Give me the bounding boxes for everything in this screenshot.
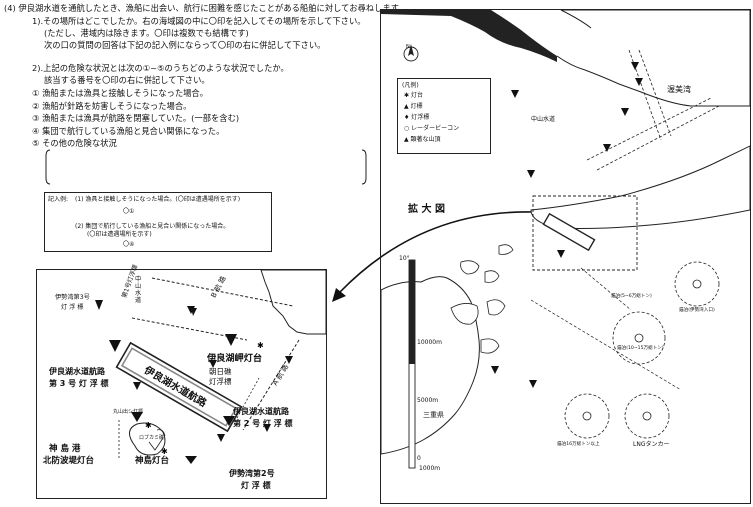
label-ise3-line1: 伊勢湾第3号: [55, 294, 90, 301]
legend-title: (凡例): [402, 82, 419, 89]
label-buoy2-line1: 伊良湖水道航路: [233, 407, 289, 416]
label-ise2-line2: 灯 浮 標: [241, 481, 271, 490]
label-irago-lighthouse: 伊良湖岬灯台: [207, 353, 263, 364]
options-list: ① 漁船または漁具と接触しそうになった場合。 ② 漁船が針路を妨害しそうになった…: [32, 87, 239, 150]
option-1[interactable]: ① 漁船または漁具と接触しそうになった場合。: [32, 88, 209, 98]
option-2[interactable]: ② 漁船が針路を妨害しそうになった場合。: [32, 100, 192, 111]
label-nakayama-channel: 中山水道: [531, 116, 556, 123]
legend-item-beacon: ▲ 灯標: [404, 103, 423, 110]
svg-text:✱: ✱: [257, 341, 264, 350]
label-kamishima-breakwater: 北防波堤灯台: [43, 456, 95, 466]
sea-area-map[interactable]: 中山水道 渥美湾 N (凡例) ✱ 灯台 ▲ 灯標 ♦ 灯浮標 ○ レーダービー…: [380, 9, 751, 504]
q2-line1: 2).上記の危険な状況とは次の①~⑤のうちどのような状況でしたか。: [32, 63, 289, 73]
q1-line1: 1).その場所はどこでしたか。右の海域図の中に〇印を記入してその場所を示して下さ…: [32, 16, 366, 26]
inset-map[interactable]: ✱ ✱ ✱ 伊勢湾第3号 灯 浮 標 中 山 水 道 第1号灯浮標 B 航 路 …: [36, 264, 327, 499]
label-kobukari: ロブカミ礁: [139, 435, 165, 441]
option-5[interactable]: ⑤ その他の危険な状況: [32, 138, 117, 149]
label-ise3-line2: 灯 浮 標: [61, 304, 84, 311]
anchor-note-3: 錨泊(伊勢湾入口): [679, 308, 715, 313]
legend-item-radar: ○ レーダービーコン: [404, 125, 460, 132]
enlarge-arrow: [332, 211, 533, 302]
label-asahi-line1: 朝日礁: [209, 367, 232, 376]
option-4[interactable]: ④ 集団で航行している漁船と見合い関係になった。: [32, 125, 225, 136]
label-ise2-line1: 伊勢湾第2号: [229, 469, 275, 478]
svg-text:✱: ✱: [161, 447, 168, 456]
q2-line2: 該当する番号を〇印の右に併記して下さい。: [44, 75, 210, 85]
svg-text:✱: ✱: [145, 421, 152, 430]
label-kamishima-port: 神 島 港: [49, 444, 81, 454]
north-label: N: [406, 44, 410, 50]
scale-top-label: 10°: [399, 255, 410, 262]
label-buoy3-line2: 第 3 号 灯 浮 標: [49, 379, 109, 388]
scale-5000-label: 5000m: [417, 397, 439, 404]
example-title: 記入例:: [48, 196, 69, 203]
label-nakayama: 中 山 水 道: [135, 276, 142, 304]
example-1-mark: 〇①: [123, 208, 135, 215]
label-lng-tanker: LNGタンカー: [633, 441, 670, 448]
legend-item-lighthouse: ✱ 灯台: [404, 92, 423, 99]
label-buoy2-line2: 第 2 号 灯 浮 標: [233, 419, 293, 428]
example-box: 記入例: (1) 漁具と接触しそうになった場合。(〇印は遭遇場所を示す) 〇① …: [44, 192, 272, 252]
example-2-text: (2) 集団で航行している漁船と見合い関係になった場合。: [75, 223, 230, 230]
legend-item-buoy: ♦ 灯浮標: [404, 114, 430, 121]
example-2-mark: 〇④: [123, 241, 135, 248]
map-legend: (凡例) ✱ 灯台 ▲ 灯標 ♦ 灯浮標 ○ レーダービーコン ▲ 顕著な山頂: [397, 78, 491, 154]
label-enlarged: 拡 大 図: [408, 204, 445, 215]
answer-bracket[interactable]: [44, 148, 374, 186]
anchor-note-4: 錨泊16万総トン以上: [557, 442, 600, 447]
option-3[interactable]: ③ 漁船または漁具が航路を閉塞していた。(一部を含む): [32, 113, 240, 124]
q1-line3: 次の口の質問の回答は下記の記入例にならって〇印の右に併記して下さい。: [44, 40, 326, 50]
sea-map-drawing: [381, 10, 750, 469]
label-atsumi-bay: 渥美湾: [667, 85, 691, 94]
label-maruyama: 丸山出シ灯標: [113, 409, 144, 415]
scale-0-label: 0: [417, 455, 421, 462]
example-1-text: (1) 漁具と接触しそうになった場合。(〇印は遭遇場所を示す): [75, 196, 241, 203]
q1-line2: (ただし、港域内は除きます。〇印は複数でも結構です): [44, 28, 249, 38]
example-2-note: (〇印は遭遇場所を示す): [87, 231, 152, 238]
anchor-note-1: 錨泊(5~6万総トン): [611, 294, 652, 299]
question-intro: (4) 伊良湖水道を通航したとき、漁船に出会い、航行に困難を感じたことがある船舶…: [4, 3, 407, 13]
scale-10000-label: 10000m: [417, 339, 442, 346]
label-asahi-line2: 灯浮標: [209, 377, 232, 386]
legend-item-peak: ▲ 顕著な山頂: [404, 136, 441, 143]
inset-map-drawing: ✱ ✱ ✱: [95, 270, 326, 464]
scale-bottom-label: 1000m: [419, 465, 441, 472]
label-kamishima-lighthouse: 神島灯台: [135, 456, 170, 466]
label-mie: 三重県: [423, 411, 444, 419]
label-buoy3-line1: 伊良湖水道航路: [49, 367, 105, 376]
anchor-note-2: 錨泊(10~15万総トン): [617, 346, 664, 351]
